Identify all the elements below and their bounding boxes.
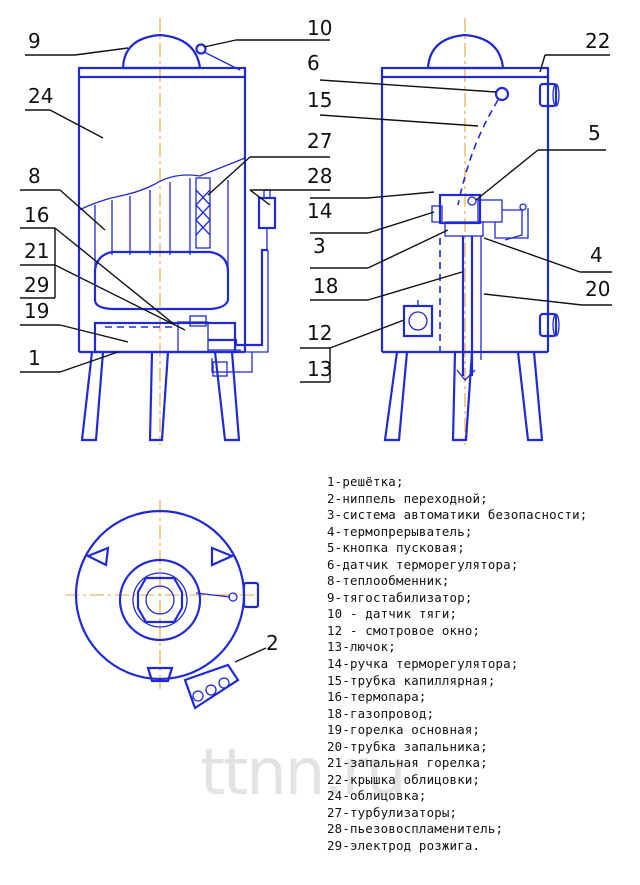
callout-21: 21 xyxy=(24,239,49,263)
legend-item: 15-трубка капиллярная; xyxy=(327,672,496,688)
callout-2: 2 xyxy=(266,631,279,655)
legend-item: 1-решётка; xyxy=(327,474,404,489)
callout-14: 14 xyxy=(307,199,332,223)
callout-3: 3 xyxy=(313,234,326,258)
legend-item: 14-ручка терморегулятора; xyxy=(327,656,519,672)
legend-item: 8-теплообменник; xyxy=(327,573,450,589)
legend-item: 9-тягостабилизатор; xyxy=(327,589,473,605)
legend-item: 18-газопровод; xyxy=(327,705,435,721)
legend-item: 6-датчик терморегулятора; xyxy=(327,556,519,572)
top-view xyxy=(65,500,267,710)
callout-6: 6 xyxy=(307,51,320,75)
legend-item: 28-пьезовоспламенитель; xyxy=(327,821,504,837)
legend-item: 10 - датчик тяги; xyxy=(327,606,458,622)
side-view-leaders xyxy=(300,54,612,383)
legend-item: 22-крышка облицовки; xyxy=(327,771,481,787)
callout-1: 1 xyxy=(28,346,41,370)
callout-18: 18 xyxy=(313,274,338,298)
legend-item: 24-облицовка; xyxy=(327,788,427,804)
legend-item: 27-турбулизаторы; xyxy=(327,804,458,820)
legend-item: 12 - смотровое окно; xyxy=(327,622,481,638)
callout-24: 24 xyxy=(28,84,53,108)
legend-item: 19-горелка основная; xyxy=(327,722,481,738)
legend-item: 2-ниппель переходной; xyxy=(327,490,488,506)
legend-item: 20-трубка запальника; xyxy=(327,738,488,754)
callout-28: 28 xyxy=(307,164,332,188)
legend-item: 29-электрод розжига. xyxy=(327,838,481,854)
legend-item: 4-термопрерыватель; xyxy=(327,523,473,539)
callout-15: 15 xyxy=(307,88,332,112)
callout-20: 20 xyxy=(585,277,610,301)
callout-9: 9 xyxy=(28,29,41,53)
callout-13: 13 xyxy=(307,357,332,381)
callout-12: 12 xyxy=(307,321,332,345)
legend-item: 5-кнопка пусковая; xyxy=(327,540,465,556)
callout-19: 19 xyxy=(24,299,49,323)
callout-4: 4 xyxy=(590,243,603,267)
side-view xyxy=(380,18,560,445)
callout-5: 5 xyxy=(588,121,601,145)
front-view-leaders xyxy=(20,39,330,373)
legend-item: 21-запальная горелка; xyxy=(327,755,488,771)
callout-8: 8 xyxy=(28,164,41,188)
legend-item: 16-термопара; xyxy=(327,689,427,705)
callout-16: 16 xyxy=(24,203,49,227)
front-view xyxy=(77,18,277,445)
callout-29: 29 xyxy=(24,273,49,297)
parts-legend: 1-решётка;2-ниппель переходной;3-система… xyxy=(327,474,627,855)
callout-22: 22 xyxy=(585,29,610,53)
callout-10: 10 xyxy=(307,16,332,40)
legend-item: 3-система автоматики безопасности; xyxy=(327,507,588,523)
legend-item: 13-лючок; xyxy=(327,639,396,655)
callout-27: 27 xyxy=(307,129,332,153)
